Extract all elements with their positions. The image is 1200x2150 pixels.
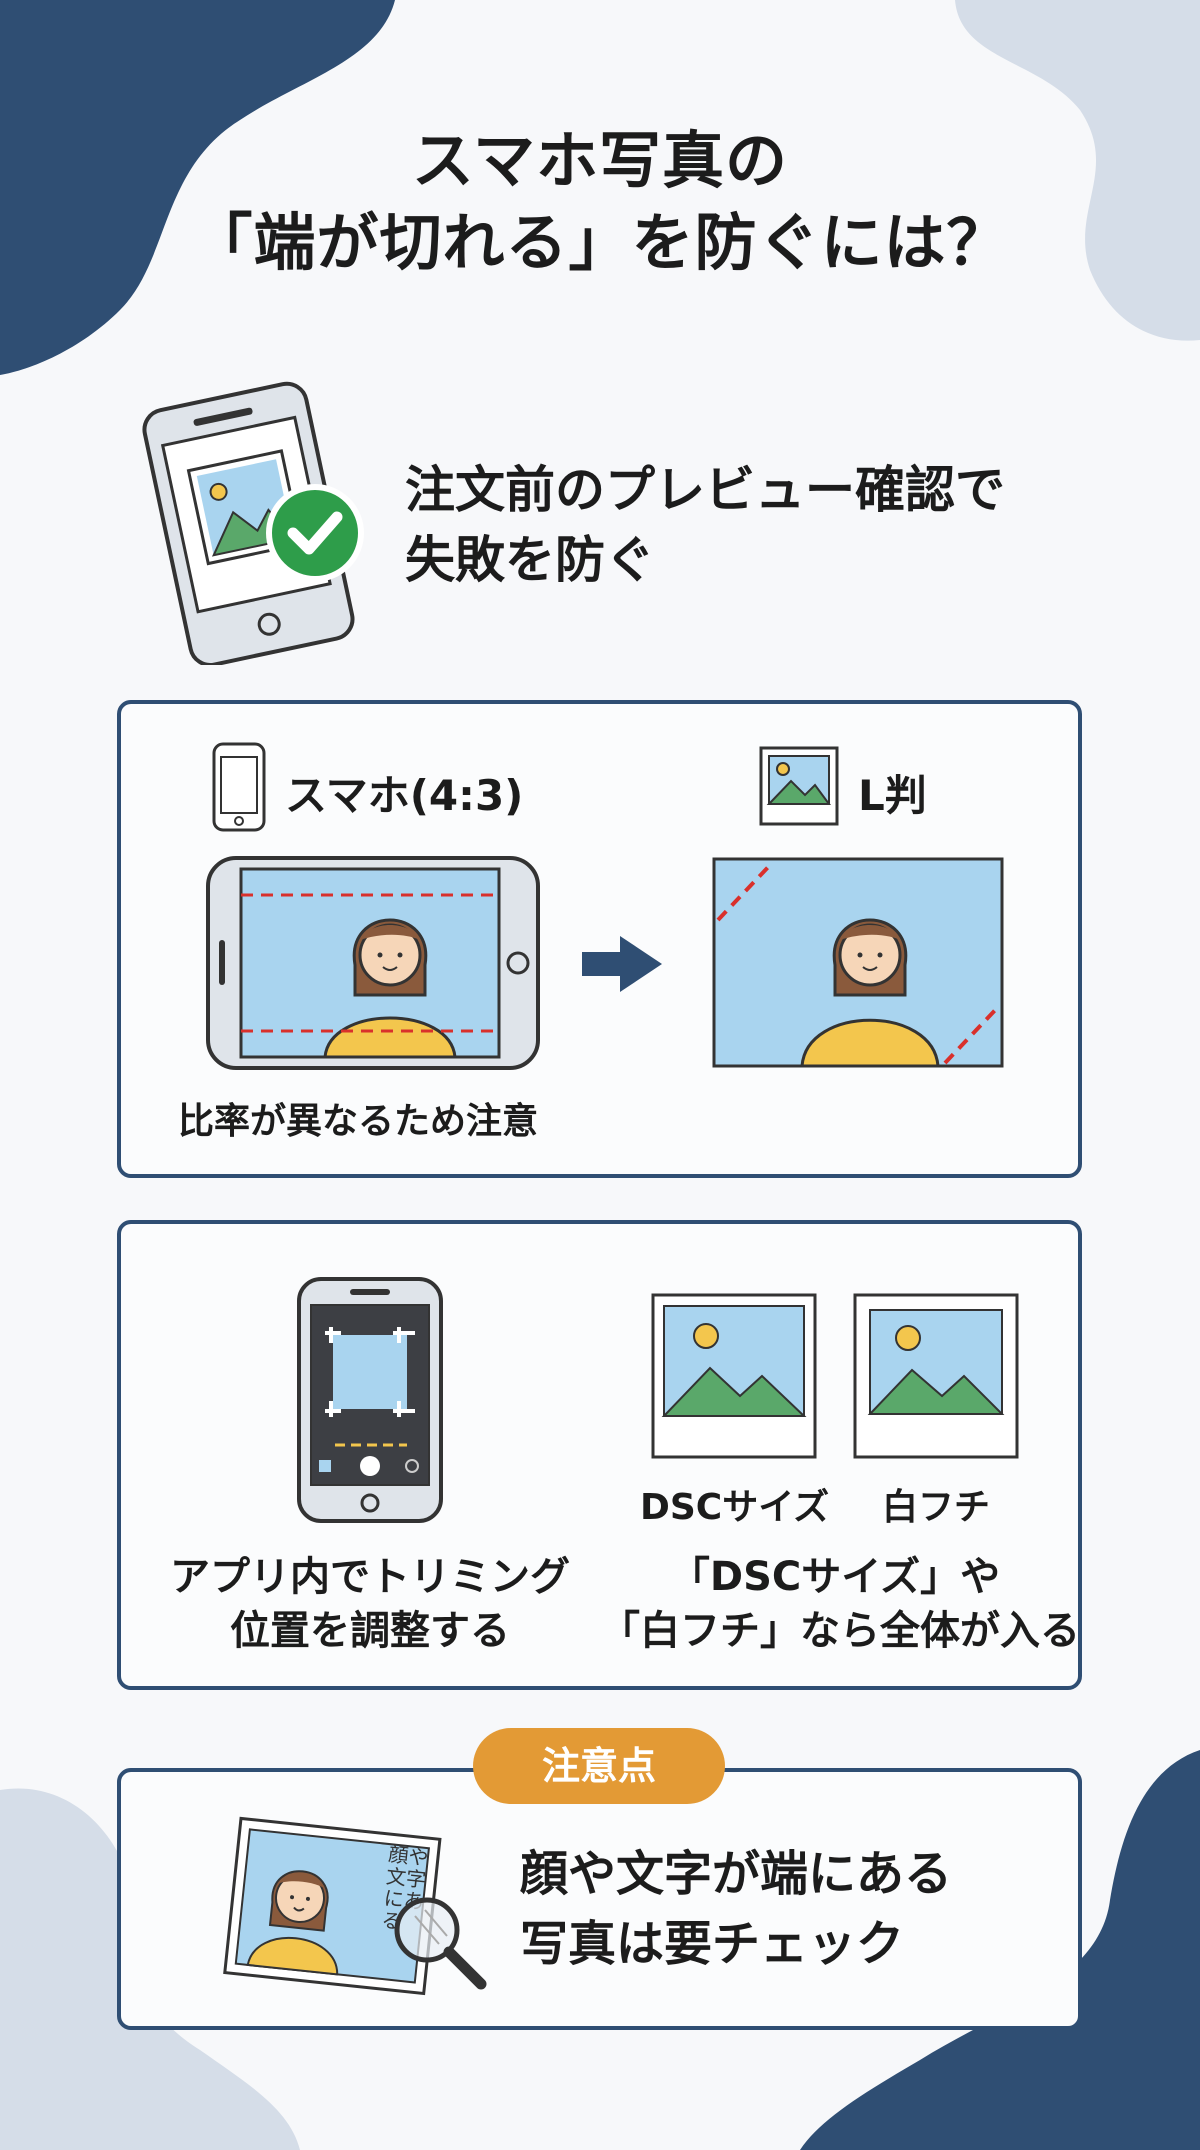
full-image-caption: 「DSCサイズ」や 「白フチ」なら全体が入る: [600, 1550, 1080, 1658]
trimming-app-phone-icon: [297, 1277, 443, 1523]
caution-badge: 注意点: [473, 1728, 725, 1804]
l-size-print-preview: [712, 857, 1004, 1068]
trimming-caption-line-1: アプリ内でトリミング: [170, 1554, 570, 1600]
l-size-label: L判: [858, 771, 927, 820]
smartphone-ratio-label: スマホ(4:3): [285, 771, 524, 820]
photo-inspection-icon: [223, 1816, 442, 1996]
trimming-caption: アプリ内でトリミング 位置を調整する: [170, 1550, 570, 1658]
magnifier-icon: [394, 1897, 487, 1990]
smartphone-landscape-preview: [206, 856, 540, 1070]
title-line-1: スマホ写真の: [411, 124, 789, 197]
arrow-right-icon: [582, 936, 662, 992]
title-line-2: 「端が切れる」を防ぐには？: [190, 205, 1010, 279]
photo-print-icon: [759, 746, 839, 826]
dsc-size-photo-icon: [651, 1293, 817, 1459]
page-title: スマホ写真の 「端が切れる」を防ぐには？: [0, 120, 1200, 284]
caution-line-1: 顔や文字が端にある: [520, 1846, 953, 1902]
trimming-caption-line-2: 位置を調整する: [230, 1608, 510, 1654]
smartphone-icon: [212, 742, 266, 832]
white-border-label: 白フチ: [882, 1487, 991, 1528]
phone-preview-check-icon: [142, 381, 364, 665]
dsc-size-label: DSCサイズ: [640, 1487, 830, 1528]
ratio-caution-caption: 比率が異なるため注意: [178, 1101, 539, 1142]
lead-line-1: 注文前のプレビュー確認で: [405, 461, 1005, 519]
caution-text: 顔や文字が端にある 写真は要チェック: [520, 1840, 952, 1979]
white-border-photo-icon: [853, 1293, 1019, 1459]
caution-line-2: 写真は要チェック: [520, 1915, 905, 1972]
lead-text: 注文前のプレビュー確認で 失敗を防ぐ: [405, 455, 1005, 595]
full-image-caption-line-1: 「DSCサイズ」や: [669, 1554, 1001, 1600]
full-image-caption-line-2: 「白フチ」なら全体が入る: [600, 1608, 1080, 1654]
lead-line-2: 失敗を防ぐ: [405, 531, 655, 589]
